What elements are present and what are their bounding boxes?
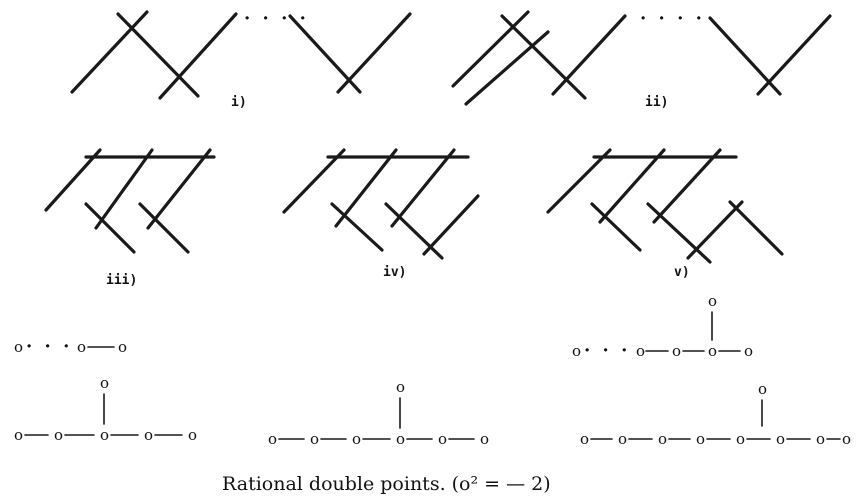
svg-text:o: o xyxy=(100,374,109,392)
ellipsis-dots-ii: · · · · xyxy=(640,8,705,29)
svg-text:o: o xyxy=(268,430,277,448)
curve-diagram-ii xyxy=(451,10,832,106)
svg-text:o: o xyxy=(736,430,745,448)
svg-text:o: o xyxy=(776,430,785,448)
dual-graph-e6: o o o o o o xyxy=(14,374,197,444)
label-v: v) xyxy=(674,265,690,280)
svg-text:o: o xyxy=(14,338,23,356)
svg-text:o: o xyxy=(618,430,627,448)
svg-text:o: o xyxy=(816,430,825,448)
curve-diagram-i xyxy=(70,10,412,100)
dual-graph-a-n: o · · · o o xyxy=(14,336,127,357)
svg-text:· · ·: · · · xyxy=(26,336,72,357)
svg-text:o: o xyxy=(672,342,681,360)
svg-text:o: o xyxy=(188,426,197,444)
label-i: i) xyxy=(231,95,247,110)
svg-text:o: o xyxy=(144,426,153,444)
label-iv: iv) xyxy=(383,265,406,280)
svg-text:o: o xyxy=(842,430,851,448)
svg-text:o: o xyxy=(758,380,767,398)
svg-text:o: o xyxy=(572,342,581,360)
svg-text:o: o xyxy=(438,430,447,448)
svg-text:o: o xyxy=(118,338,127,356)
curve-diagram-iii xyxy=(44,148,216,254)
svg-text:o: o xyxy=(480,430,489,448)
svg-text:o: o xyxy=(708,292,717,310)
dual-graph-e7: o o o o o o o xyxy=(268,378,489,448)
svg-text:o: o xyxy=(396,378,405,396)
curve-diagram-iv xyxy=(282,148,480,260)
svg-text:o: o xyxy=(580,430,589,448)
svg-text:o: o xyxy=(696,430,705,448)
curve-diagram-v xyxy=(546,148,784,264)
svg-text:o: o xyxy=(310,430,319,448)
svg-text:o: o xyxy=(708,342,717,360)
dual-graph-d-n: o · · · o o o o o xyxy=(572,292,753,361)
svg-text:o: o xyxy=(77,338,86,356)
svg-text:o: o xyxy=(54,426,63,444)
svg-text:o: o xyxy=(352,430,361,448)
svg-text:· · ·: · · · xyxy=(584,340,630,361)
svg-text:o: o xyxy=(636,342,645,360)
label-ii: ii) xyxy=(645,95,668,110)
svg-text:o: o xyxy=(744,342,753,360)
ellipsis-dots-i: · · · · xyxy=(244,8,309,29)
label-iii: iii) xyxy=(106,273,137,288)
svg-text:o: o xyxy=(658,430,667,448)
svg-text:o: o xyxy=(14,426,23,444)
svg-text:o: o xyxy=(100,426,109,444)
dual-graph-e8: o o o o o o o o o xyxy=(580,380,851,448)
svg-text:o: o xyxy=(396,430,405,448)
figure-caption: Rational double points. (o² = — 2) xyxy=(222,473,551,495)
